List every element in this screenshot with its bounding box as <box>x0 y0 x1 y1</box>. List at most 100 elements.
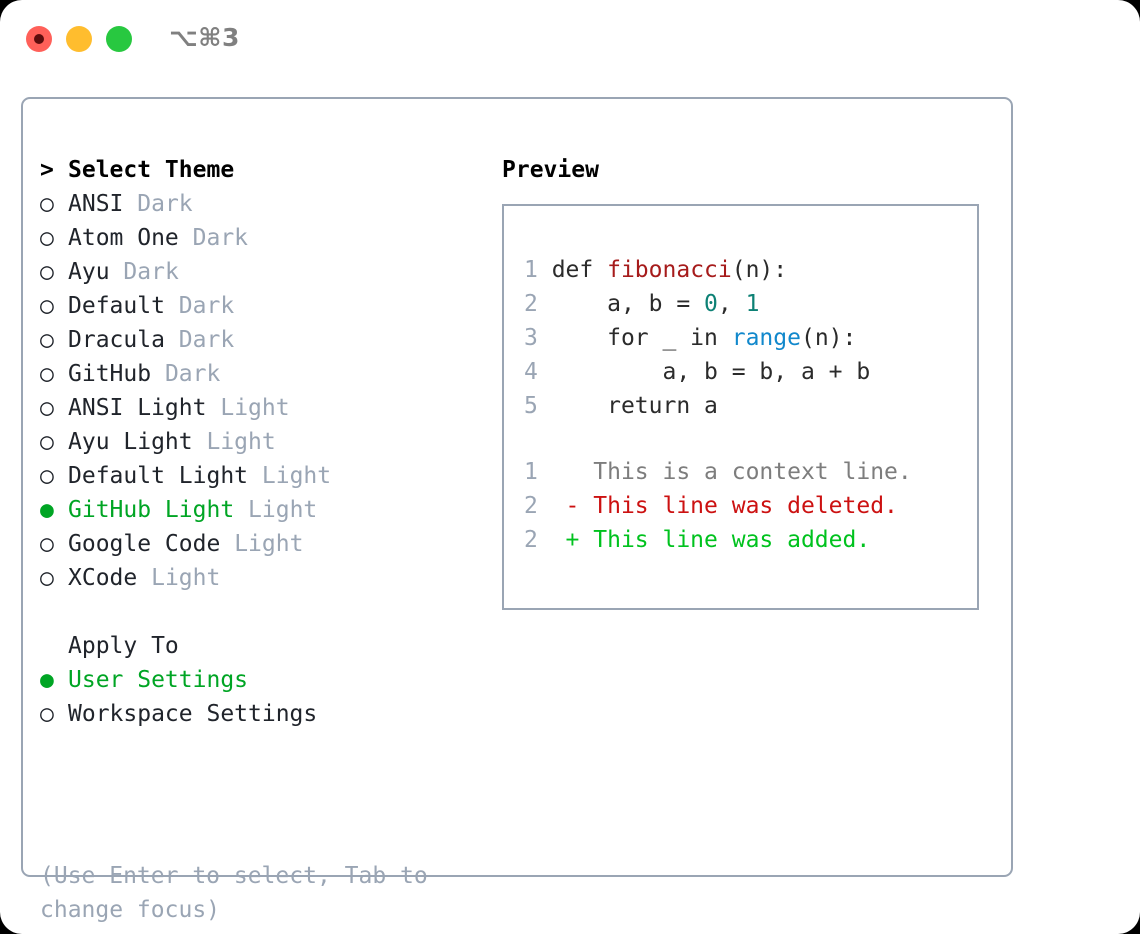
code-line-text: return a <box>538 393 718 419</box>
code-line: 3 for _ in range(n): <box>524 321 870 355</box>
theme-list-item[interactable]: ○ GitHub Dark <box>40 357 490 391</box>
radio-unselected-icon: ○ <box>40 191 54 217</box>
theme-name-gap <box>206 395 220 421</box>
theme-name: GitHub <box>68 361 152 387</box>
apply-to-option[interactable]: ● User Settings <box>40 663 490 697</box>
code-line: 2 a, b = 0, 1 <box>524 287 870 321</box>
radio-unselected-icon: ○ <box>40 565 54 591</box>
diff-line: 1 This is a context line. <box>524 455 912 489</box>
code-token-plain: , <box>717 291 746 317</box>
theme-picker-pane: >Select Theme ○ANSI Dark○Atom One Dark○A… <box>40 153 490 731</box>
radio-unselected-icon: ○ <box>40 531 54 557</box>
code-line: 5 return a <box>524 389 870 423</box>
theme-name: Google Code <box>68 531 221 557</box>
theme-list-item[interactable]: ● GitHub Light Light <box>40 493 490 527</box>
diff-line-text-context: This is a context line. <box>537 459 912 485</box>
apply-to-option-label: User Settings <box>68 667 249 693</box>
theme-list-item[interactable]: ○Ayu Light Light <box>40 425 490 459</box>
diff-line-number: 2 <box>524 493 538 519</box>
diff-line: 2 + This line was added. <box>524 523 912 557</box>
theme-list-item[interactable]: ○Ayu Dark <box>40 255 490 289</box>
theme-name-gap <box>234 497 248 523</box>
radio-selected-icon: ● <box>40 497 54 523</box>
prompt-caret-icon: > <box>40 157 54 183</box>
radio-unselected-icon: ○ <box>40 429 54 455</box>
theme-name: GitHub Light <box>68 497 235 523</box>
theme-name-gap <box>193 429 207 455</box>
radio-unselected-icon: ○ <box>40 225 54 251</box>
minimize-window-button[interactable] <box>66 26 92 52</box>
theme-name-gap <box>248 463 262 489</box>
code-token-plain: a, b = <box>537 291 705 317</box>
code-token-plain: (n): <box>731 257 788 283</box>
radio-unselected-icon: ○ <box>40 463 54 489</box>
theme-name: ANSI Light <box>68 395 207 421</box>
code-token-plain: return a <box>537 393 718 419</box>
theme-kind-badge: Light <box>248 497 318 523</box>
radio-unselected-icon: ○ <box>40 361 54 387</box>
code-line-text: a, b = b, a + b <box>538 359 870 385</box>
theme-list-item[interactable]: ○ Default Light Light <box>40 459 490 493</box>
radio-selected-icon: ● <box>40 667 54 693</box>
code-line-number: 3 <box>524 325 538 351</box>
theme-name: Dracula <box>68 327 165 353</box>
code-line-text: for _ in range(n): <box>538 325 857 351</box>
theme-picker-title: > Select Theme <box>40 153 490 187</box>
page-title: Select Theme <box>68 157 235 183</box>
theme-name: Default <box>68 293 165 319</box>
code-token-num: 1 <box>745 291 760 317</box>
theme-list-item[interactable]: ○Atom One Dark <box>40 221 490 255</box>
theme-name: XCode <box>68 565 138 591</box>
list-spacer <box>40 595 490 629</box>
theme-list: ○ANSI Dark○Atom One Dark○Ayu Dark○Defaul… <box>40 187 490 595</box>
keyboard-shortcut-label: ⌥⌘3 <box>169 23 240 52</box>
theme-list-item[interactable]: ○ XCode Light <box>40 561 490 595</box>
code-token-builtin: range <box>731 325 801 351</box>
theme-name-gap <box>137 565 151 591</box>
keyboard-hint-text: (Use Enter to select, Tab to change focu… <box>40 863 442 923</box>
diff-line: 2 - This line was deleted. <box>524 489 912 523</box>
theme-kind-badge: Light <box>206 429 276 455</box>
theme-list-item[interactable]: ○ANSI Dark <box>40 187 490 221</box>
radio-unselected-icon: ○ <box>40 395 54 421</box>
diff-line-number: 2 <box>524 527 538 553</box>
theme-list-item[interactable]: ○Dracula Dark <box>40 323 490 357</box>
diff-line-text-del: - This line was deleted. <box>537 493 898 519</box>
theme-name: ANSI <box>68 191 124 217</box>
code-token-plain: a, b = b, a + b <box>537 359 871 385</box>
apply-to-label: Apply To <box>68 633 179 659</box>
code-line: 1 def fibonacci(n): <box>524 253 870 287</box>
code-token-plain: (n): <box>800 325 857 351</box>
theme-name-gap <box>220 531 234 557</box>
diff-line-number: 1 <box>524 459 538 485</box>
theme-kind-badge: Dark <box>164 361 221 387</box>
theme-name-gap <box>123 191 137 217</box>
code-line-number: 4 <box>524 359 538 385</box>
theme-kind-badge: Dark <box>192 225 249 251</box>
radio-unselected-icon: ○ <box>40 293 54 319</box>
theme-name: Default Light <box>68 463 249 489</box>
theme-kind-badge: Light <box>261 463 332 489</box>
theme-name-gap <box>165 327 179 353</box>
theme-name-gap <box>165 293 179 319</box>
code-line: 4 a, b = b, a + b <box>524 355 870 389</box>
theme-kind-badge: Dark <box>178 327 235 353</box>
theme-kind-badge: Light <box>151 565 221 591</box>
code-line-number: 5 <box>524 393 538 419</box>
theme-list-item[interactable]: ○ ANSI Light Light <box>40 391 490 425</box>
theme-list-item[interactable]: ○Google Code Light <box>40 527 490 561</box>
apply-to-options: ● User Settings ○Workspace Settings <box>40 663 490 731</box>
preview-pane: Preview <box>502 153 992 187</box>
radio-unselected-icon: ○ <box>40 259 54 285</box>
apply-to-option[interactable]: ○Workspace Settings <box>40 697 490 731</box>
diff-line-text-add: + This line was added. <box>537 527 871 553</box>
theme-name-gap <box>179 225 193 251</box>
maximize-window-button[interactable] <box>106 26 132 52</box>
theme-name-gap <box>151 361 165 387</box>
theme-list-item[interactable]: ○Default Dark <box>40 289 490 323</box>
code-line-number: 2 <box>524 291 538 317</box>
theme-kind-badge: Light <box>220 395 290 421</box>
